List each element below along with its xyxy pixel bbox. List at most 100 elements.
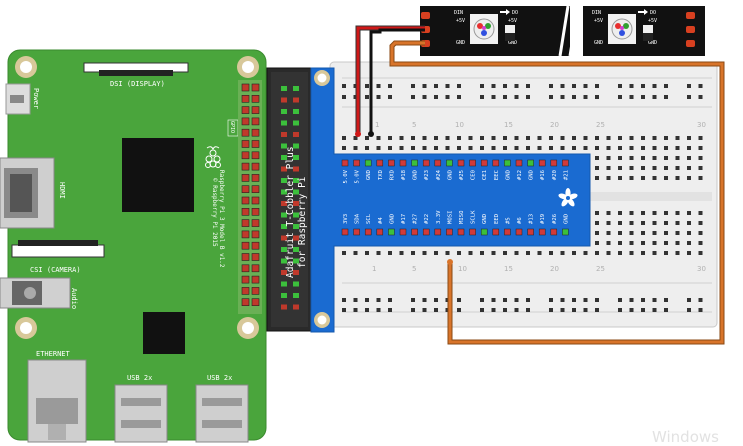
breadboard-hole xyxy=(422,308,427,312)
watermark-text: Windows xyxy=(652,428,719,446)
gpio-pin xyxy=(251,298,260,307)
breadboard-hole xyxy=(560,136,565,140)
breadboard-hole xyxy=(687,146,691,150)
breadboard-hole xyxy=(629,84,634,88)
breadboard-hole xyxy=(675,241,680,245)
cobbler-pin-label: GND xyxy=(389,213,395,224)
cobbler-pin-label: 5.0V xyxy=(355,169,361,183)
breadboard-hole xyxy=(618,95,622,99)
cobbler-pin-label: #20 xyxy=(552,170,558,180)
cobbler-pin-label: GND xyxy=(529,169,535,180)
breadboard-hole xyxy=(687,136,691,140)
breadboard-hole xyxy=(629,156,634,160)
gpio-pin xyxy=(241,185,250,193)
breadboard-hole xyxy=(618,211,622,215)
breadboard-hole xyxy=(606,241,611,245)
cobbler-pin-label: #26 xyxy=(552,214,558,224)
cobbler-pin-label: #22 xyxy=(424,214,430,224)
cobbler-pin-label: #27 xyxy=(413,214,419,224)
breadboard-hole xyxy=(664,95,668,99)
breadboard-hole xyxy=(503,308,507,312)
breadboard-hole xyxy=(503,251,507,255)
gpio-pin xyxy=(241,230,250,239)
breadboard-hole xyxy=(698,308,703,312)
cobbler-pin xyxy=(527,228,534,236)
pad-label-gnd: GND xyxy=(456,40,465,46)
gpio-pin xyxy=(241,208,250,216)
breadboard-hole xyxy=(629,95,634,99)
ribbon-pin xyxy=(293,178,299,183)
breadboard-hole xyxy=(560,308,565,312)
cobbler-pin-label: SCL xyxy=(366,213,372,224)
breadboard-hole xyxy=(365,84,369,88)
cobbler-pin-label: GND xyxy=(413,169,419,180)
breadboard-hole xyxy=(411,298,415,302)
ribbon-pin xyxy=(281,166,287,172)
breadboard-hole xyxy=(629,166,634,170)
breadboard-hole xyxy=(664,176,668,180)
breadboard-hole xyxy=(549,136,553,140)
breadboard-hole xyxy=(480,308,484,312)
breadboard-hole xyxy=(641,95,645,99)
breadboard-hole xyxy=(526,136,530,140)
breadboard-hole xyxy=(411,95,415,99)
breadboard-hole xyxy=(675,251,680,255)
ribbon-pin xyxy=(281,189,287,195)
breadboard-hole xyxy=(618,221,622,225)
arrow-right-icon xyxy=(638,9,648,15)
ribbon-pin xyxy=(281,155,287,160)
breadboard-hole xyxy=(583,136,588,140)
col-num-top: 5 xyxy=(412,121,416,129)
breadboard-hole xyxy=(629,176,634,180)
breadboard-hole xyxy=(698,176,703,180)
breadboard-hole xyxy=(595,136,599,140)
breadboard-hole xyxy=(698,146,703,150)
cobbler-pin-label: GND xyxy=(366,169,372,180)
cobbler-pin-label: #25 xyxy=(459,170,465,180)
ribbon-pin xyxy=(281,201,287,206)
breadboard-hole xyxy=(457,146,461,150)
breadboard-hole xyxy=(422,136,427,140)
wire-data xyxy=(390,41,724,344)
ribbon-pin xyxy=(281,212,287,218)
cobbler-pin xyxy=(446,228,453,236)
pad-label-gnd-out-2: GND xyxy=(648,40,657,46)
breadboard-hole xyxy=(572,298,576,302)
pad-label-5v-out: +5V xyxy=(508,18,517,24)
ribbon-pin xyxy=(281,270,287,275)
t-cobbler-board: Adafruit T-Cobbler Plus for Raspberry Pi… xyxy=(285,67,591,333)
ribbon-pin xyxy=(293,224,299,229)
breadboard-hole xyxy=(549,308,553,312)
breadboard-hole xyxy=(411,136,415,140)
cobbler-pin xyxy=(399,159,407,167)
breadboard-hole xyxy=(687,308,691,312)
breadboard-hole xyxy=(399,251,404,255)
ribbon-pin xyxy=(281,97,287,103)
breadboard-hole xyxy=(480,95,484,99)
cobbler-pin xyxy=(388,159,395,167)
breadboard-hole xyxy=(652,166,657,170)
breadboard-hole xyxy=(675,156,680,160)
cobbler-pin-label: GND xyxy=(505,169,511,180)
breadboard-hole xyxy=(365,251,369,255)
breadboard-hole xyxy=(606,146,611,150)
ribbon-pin xyxy=(281,120,287,126)
breadboard-hole xyxy=(422,251,427,255)
breadboard-hole xyxy=(687,251,691,255)
breadboard-hole xyxy=(434,84,438,88)
cobbler-pin-label: #19 xyxy=(540,214,546,224)
ribbon-pin xyxy=(281,86,287,91)
breadboard-hole xyxy=(618,84,622,88)
ribbon-pin xyxy=(281,132,287,137)
usb-right-label: USB 2x xyxy=(207,374,232,382)
breadboard-hole xyxy=(687,211,691,215)
breadboard-hole xyxy=(687,156,691,160)
cobbler-pin xyxy=(538,159,546,167)
breadboard-hole xyxy=(514,136,519,140)
breadboard-hole xyxy=(664,84,668,88)
breadboard-hole xyxy=(445,136,450,140)
breadboard-hole xyxy=(365,136,369,140)
breadboard-hole xyxy=(698,298,703,302)
pad-label-do: DO xyxy=(512,10,518,16)
